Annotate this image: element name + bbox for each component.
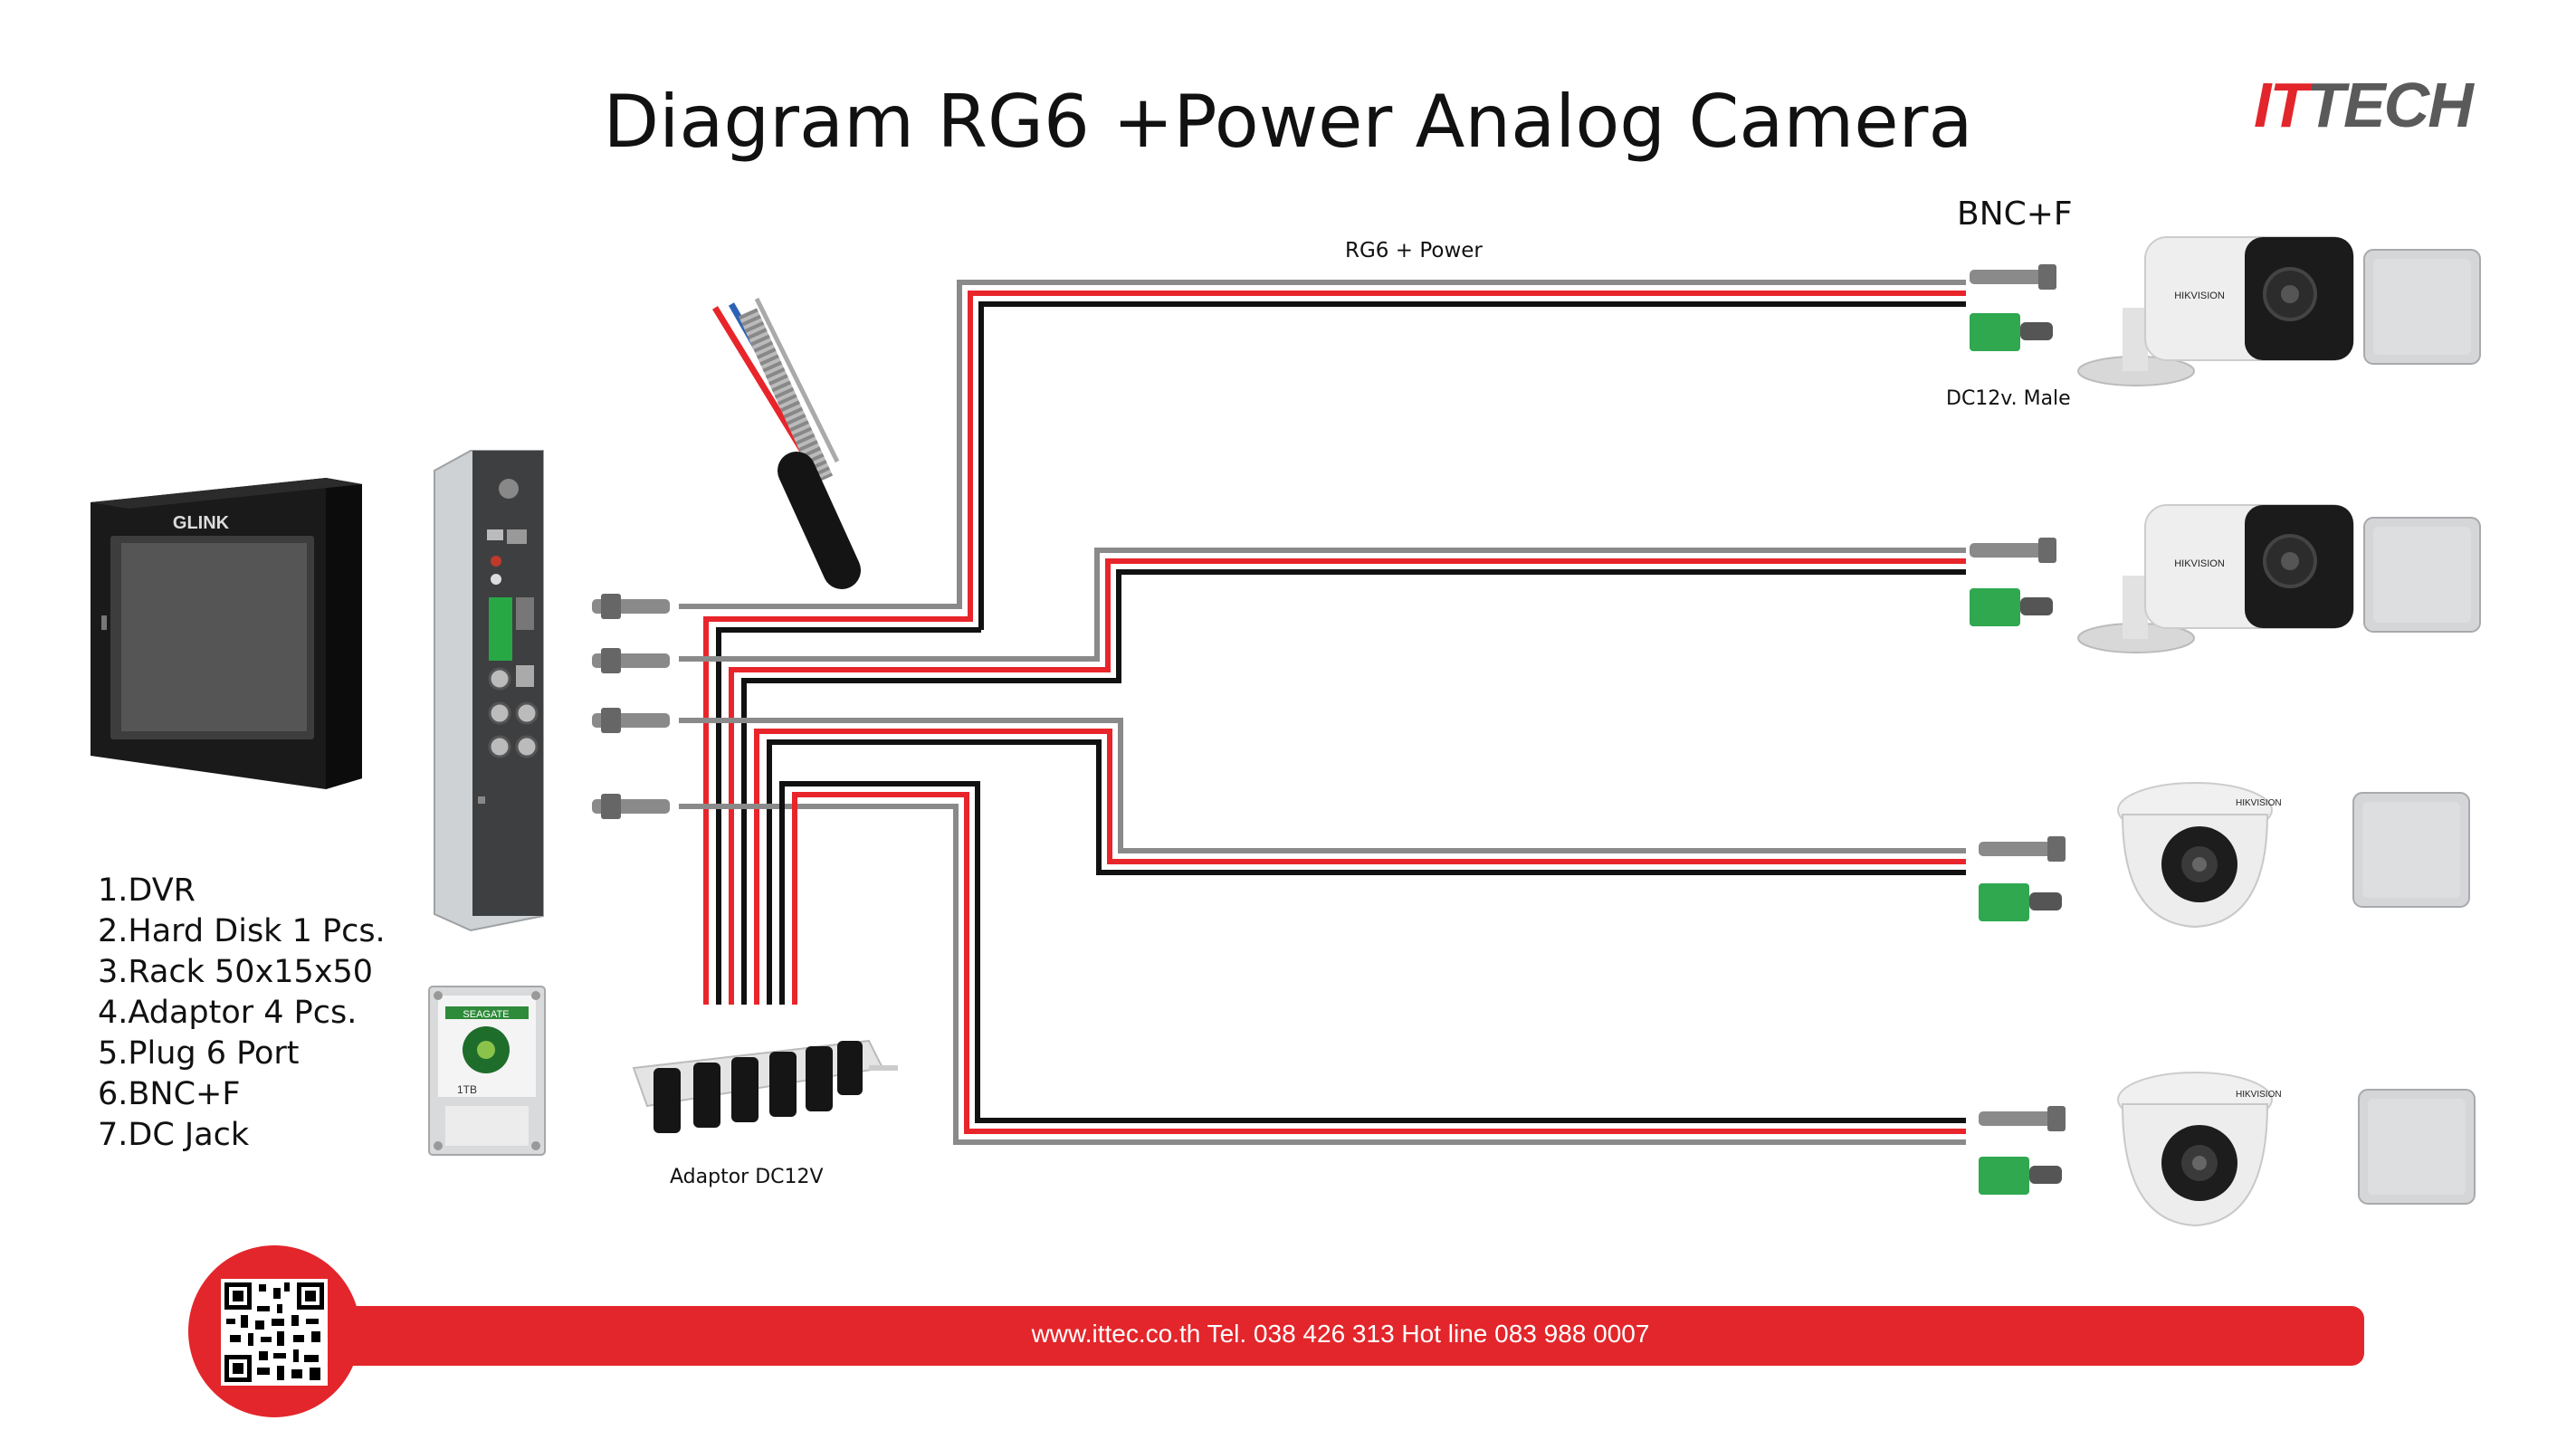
dc-jack-connector	[1979, 1157, 2062, 1195]
cable-run-camera-3	[679, 718, 1966, 1005]
camera-brand-label: HIKVISION	[2236, 798, 2282, 808]
dc-jack-connector	[1970, 588, 2053, 626]
junction-box	[2363, 249, 2481, 365]
bnc-female-connector	[1970, 538, 2056, 563]
adaptor-label: Adaptor DC12V	[670, 1166, 824, 1188]
legend-item: 6.BNC+F	[98, 1076, 241, 1112]
dome-camera-4: HIKVISION	[2117, 1072, 2282, 1227]
camera-side-connectors	[1970, 264, 2066, 1195]
bnc-female-connector	[1979, 836, 2066, 862]
dc-male-label: DC12v. Male	[1946, 387, 2071, 410]
dc-jack-connector	[1970, 313, 2053, 351]
footer-contact: www.ittec.co.th Tel. 038 426 313 Hot lin…	[1031, 1320, 1650, 1348]
adaptor-power-strip	[632, 1039, 898, 1133]
bnc-connector	[592, 648, 670, 673]
junction-box	[2363, 517, 2481, 633]
legend-item: 5.Plug 6 Port	[98, 1035, 300, 1072]
legend-item: 1.DVR	[98, 872, 196, 909]
qr-code[interactable]	[221, 1279, 328, 1386]
dvr-bnc-connectors	[592, 594, 670, 819]
rack-brand-label: GLINK	[173, 513, 230, 533]
bnc-connector	[592, 708, 670, 733]
bnc-female-connector	[1970, 264, 2056, 290]
footer-bar	[317, 1306, 2364, 1366]
camera-brand-label: HIKVISION	[2174, 291, 2225, 301]
ittech-logo: ITTECH	[2254, 70, 2474, 140]
hard-disk: SEAGATE 1TB	[428, 986, 546, 1156]
rack-cabinet: GLINK	[91, 478, 362, 789]
bnc-label: BNC+F	[1957, 195, 2073, 233]
junction-box	[2352, 792, 2470, 908]
cable-run-camera-2	[679, 548, 1966, 1005]
bnc-connector	[592, 594, 670, 619]
rg6-cable-sample	[712, 297, 861, 589]
legend-item: 2.Hard Disk 1 Pcs.	[98, 913, 386, 949]
legend-item: 7.DC Jack	[98, 1117, 250, 1153]
equipment-legend: 1.DVR 2.Hard Disk 1 Pcs. 3.Rack 50x15x50…	[98, 871, 386, 1156]
hdd-size-label: 1TB	[457, 1083, 477, 1096]
qr-code-pattern	[224, 1282, 324, 1382]
cable-run-camera-1	[679, 280, 1966, 1005]
legend-item: 4.Adaptor 4 Pcs.	[98, 995, 358, 1031]
legend-item: 3.Rack 50x15x50	[98, 954, 374, 990]
camera-brand-label: HIKVISION	[2236, 1090, 2282, 1100]
dc-jack-connector	[1979, 883, 2062, 921]
hdd-brand-label: SEAGATE	[463, 1009, 509, 1020]
page-title: Diagram RG6 +Power Analog Camera	[603, 80, 1973, 164]
cable-run-camera-4	[679, 781, 1966, 1145]
bnc-female-connector	[1979, 1106, 2066, 1131]
bullet-camera-1: HIKVISION	[2077, 236, 2354, 386]
bullet-camera-2: HIKVISION	[2077, 504, 2354, 653]
camera-brand-label: HIKVISION	[2174, 558, 2225, 569]
cable-label: RG6 + Power	[1345, 239, 1483, 262]
dvr	[434, 450, 544, 932]
dome-camera-3: HIKVISION	[2117, 782, 2282, 929]
bnc-connector	[592, 794, 670, 819]
junction-box	[2358, 1089, 2476, 1205]
